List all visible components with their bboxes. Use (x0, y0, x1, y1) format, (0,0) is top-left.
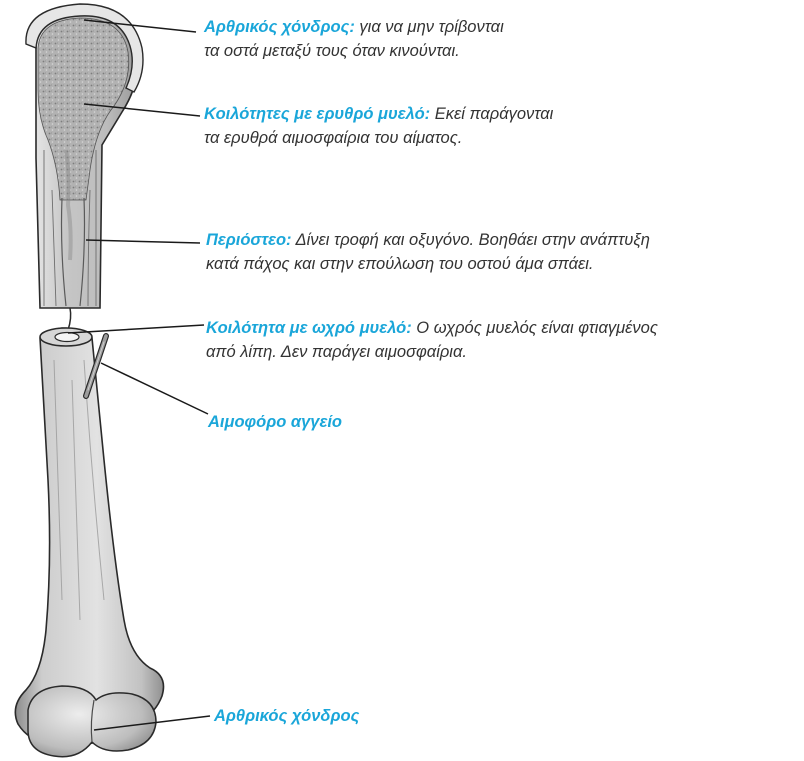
term-red-marrow: Κοιλότητες με ερυθρό μυελό: (204, 105, 430, 123)
description-line-1: Δίνει τροφή και οξυγόνο. Βοηθάει στην αν… (292, 231, 650, 249)
description-line-2: τα οστά μεταξύ τους όταν κινούνται. (204, 42, 460, 60)
marrow-strand (68, 308, 71, 330)
term-yellow-marrow: Κοιλότητα με ωχρό μυελό: (206, 319, 412, 337)
label-articular-cartilage-top: Αρθρικός χόνδρος: για να μην τρίβονται τ… (204, 15, 504, 63)
label-red-marrow: Κοιλότητες με ερυθρό μυελό: Εκεί παράγον… (204, 102, 553, 150)
term-articular-cartilage: Αρθρικός χόνδρος (204, 18, 349, 36)
description-line-2: από λίπη. Δεν παράγει αιμοσφαίρια. (206, 343, 467, 361)
label-periosteum: Περιόστεο: Δίνει τροφή και οξυγόνο. Βοηθ… (206, 228, 650, 276)
label-articular-cartilage-bottom: Αρθρικός χόνδρος (214, 704, 359, 728)
term-blood-vessel: Αιμοφόρο αγγείο (208, 413, 342, 431)
leader-yellow-marrow (68, 325, 204, 333)
leader-blood-vessel (101, 363, 208, 414)
description-line-2: κατά πάχος και στην επούλωση του οστού ά… (206, 255, 594, 273)
description-line-2: τα ερυθρά αιμοσφαίρια του αίματος. (204, 129, 462, 147)
term-articular-cartilage-bottom: Αρθρικός χόνδρος (214, 707, 359, 725)
description-line-1: Εκεί παράγονται (430, 105, 553, 123)
description-line-1: για να μην τρίβονται (355, 18, 504, 36)
yellow-marrow-inner (55, 333, 79, 342)
label-yellow-marrow: Κοιλότητα με ωχρό μυελό: Ο ωχρός μυελός … (206, 316, 658, 364)
term-periosteum: Περιόστεο: (206, 231, 292, 249)
description-line-1: Ο ωχρός μυελός είναι φτιαγμένος (412, 319, 658, 337)
label-blood-vessel: Αιμοφόρο αγγείο (208, 410, 342, 434)
upper-bone-section (26, 4, 143, 308)
leader-periosteum (86, 240, 200, 243)
